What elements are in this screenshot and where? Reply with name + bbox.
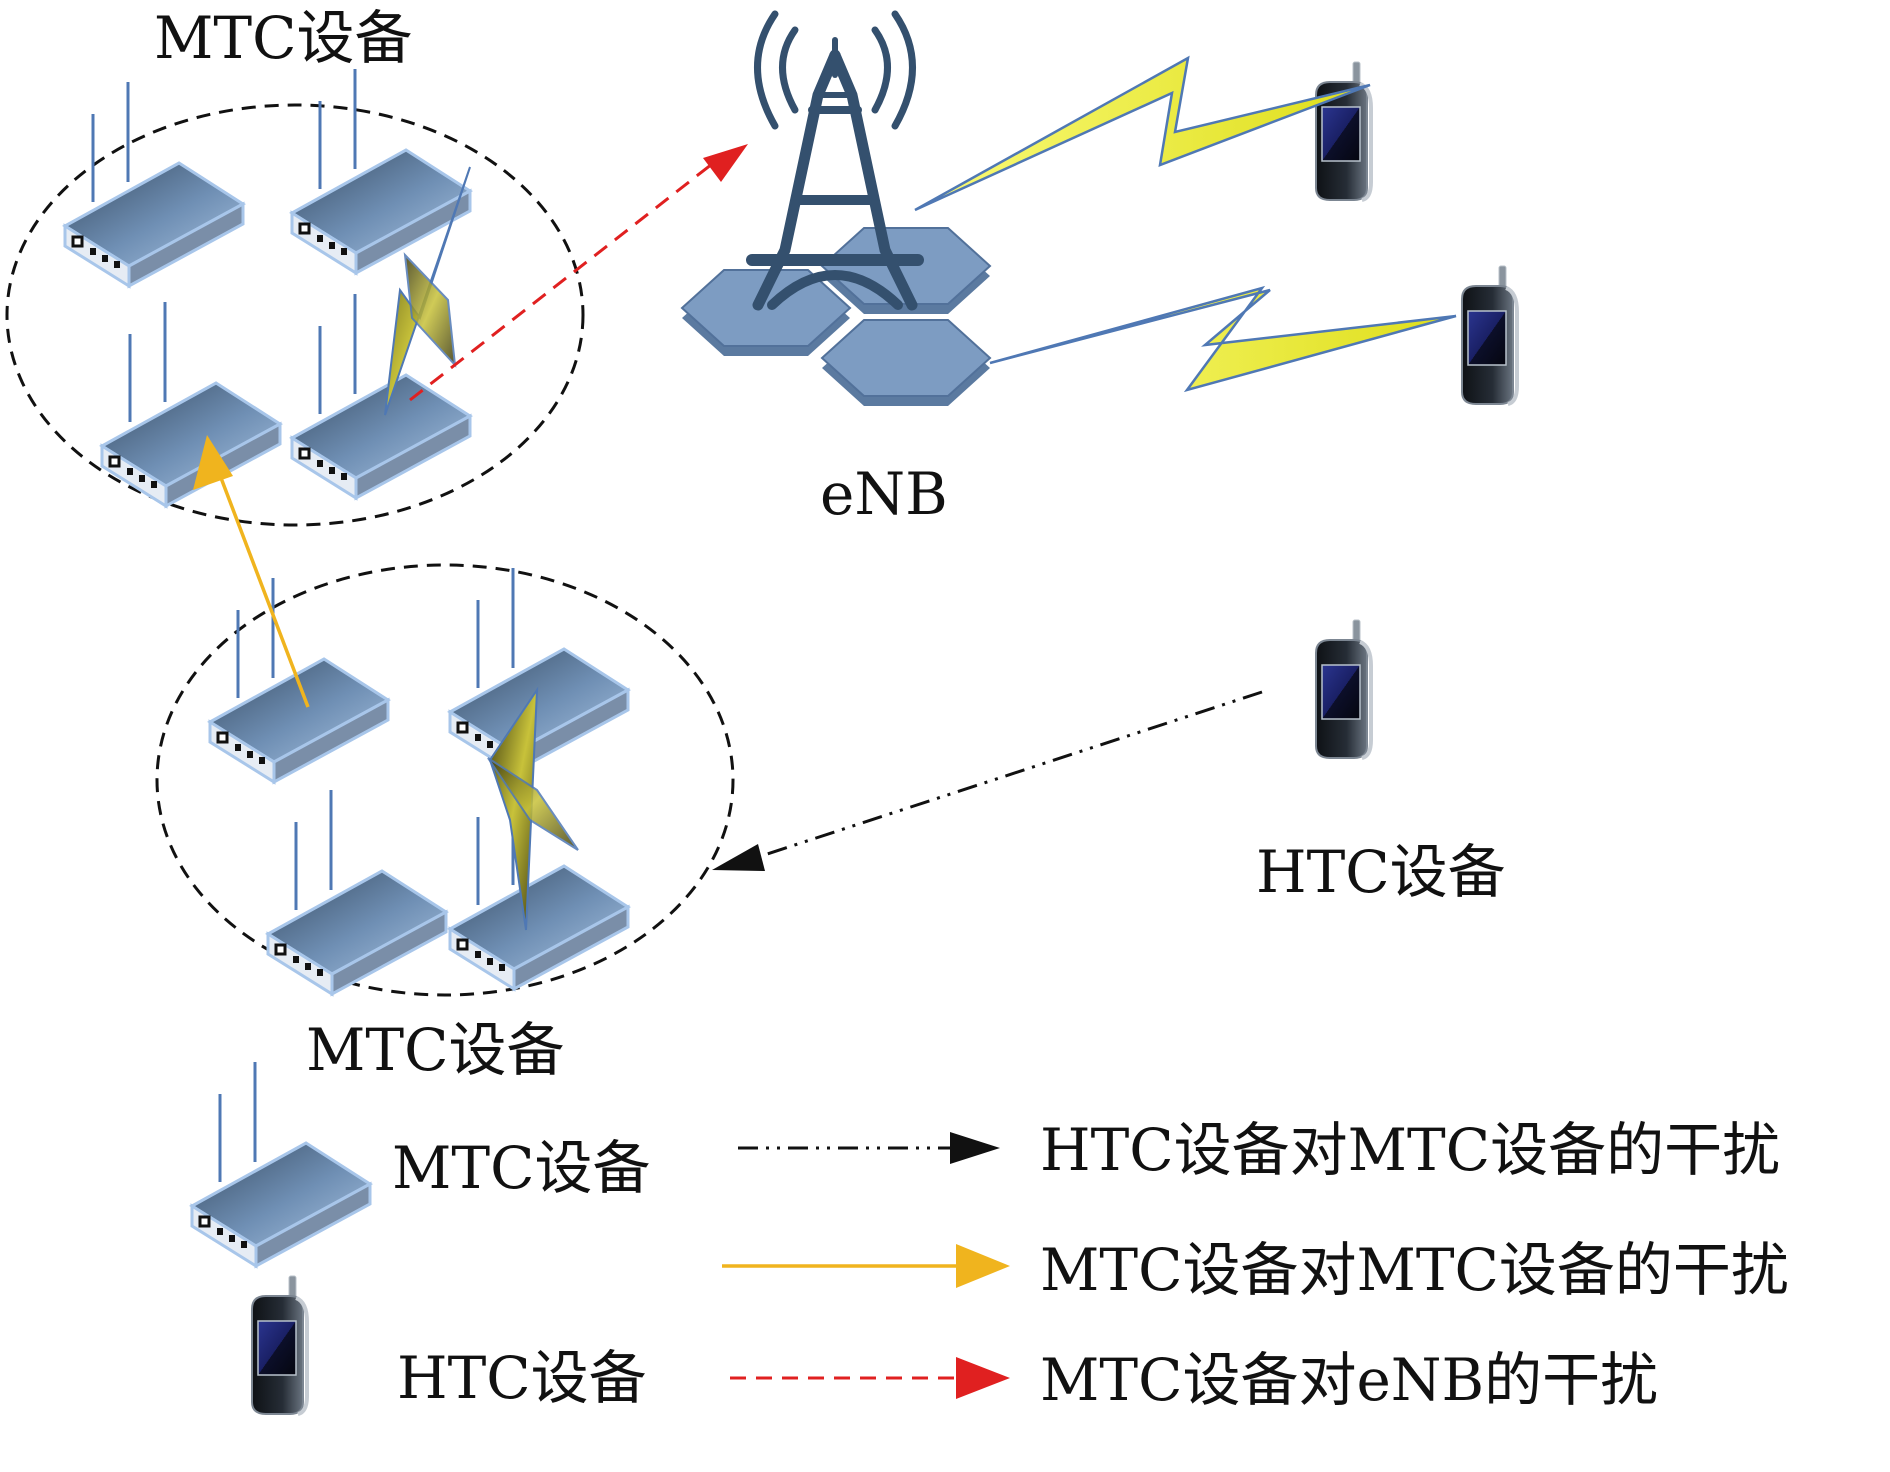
- arrowhead: [950, 1132, 1000, 1164]
- router-icon: [448, 566, 630, 774]
- interference-arrow-mtc-to-mtc: [216, 469, 310, 708]
- arrowhead: [956, 1357, 1010, 1399]
- router-icon: [63, 80, 245, 288]
- cellphone-icon: [1314, 618, 1373, 760]
- mtc-group-label-bottom: MTC设备: [306, 1016, 564, 1084]
- lightning-bolt-icon: [384, 166, 471, 416]
- arrowhead: [193, 435, 233, 490]
- cell-tower-icon: [746, 10, 924, 311]
- legend-label-htc-device: HTC设备: [397, 1344, 647, 1412]
- mtc-cluster-boundary-top: [5, 103, 585, 527]
- interference-arrow-mtc-to-enb: [409, 162, 713, 402]
- cellphone-icon: [1314, 60, 1373, 202]
- legend-label-htc-to-mtc: HTC设备对MTC设备的干扰: [1040, 1116, 1780, 1184]
- htc-device-label: HTC设备: [1256, 838, 1506, 906]
- arrowhead: [703, 144, 748, 182]
- mtc-group-label-top: MTC设备: [154, 4, 412, 72]
- legend: MTC设备 HTC设备 HTC设备对MTC设备的干扰 MTC设备对MTC设备的干…: [190, 1060, 1789, 1416]
- cellphone-icon: [250, 1274, 309, 1416]
- legend-label-mtc-to-enb: MTC设备对eNB的干扰: [1040, 1346, 1658, 1414]
- lightning-bolt-icon: [914, 55, 1457, 393]
- legend-label-mtc-to-mtc: MTC设备对MTC设备的干扰: [1040, 1236, 1789, 1304]
- enb-label: eNB: [820, 460, 948, 528]
- router-icon: [190, 1060, 372, 1268]
- mtc-cluster-boundary-bottom: [155, 563, 735, 997]
- cellphone-icon: [1460, 264, 1519, 406]
- arrowhead: [712, 844, 765, 871]
- arrowhead: [956, 1244, 1010, 1288]
- lightning-bolt-icon: [487, 686, 579, 931]
- router-icon: [100, 300, 282, 508]
- legend-label-mtc-device: MTC设备: [392, 1134, 650, 1202]
- router-icon: [266, 788, 448, 996]
- cell-hexagon: [821, 319, 991, 407]
- interference-arrow-htc-to-mtc: [754, 690, 1263, 860]
